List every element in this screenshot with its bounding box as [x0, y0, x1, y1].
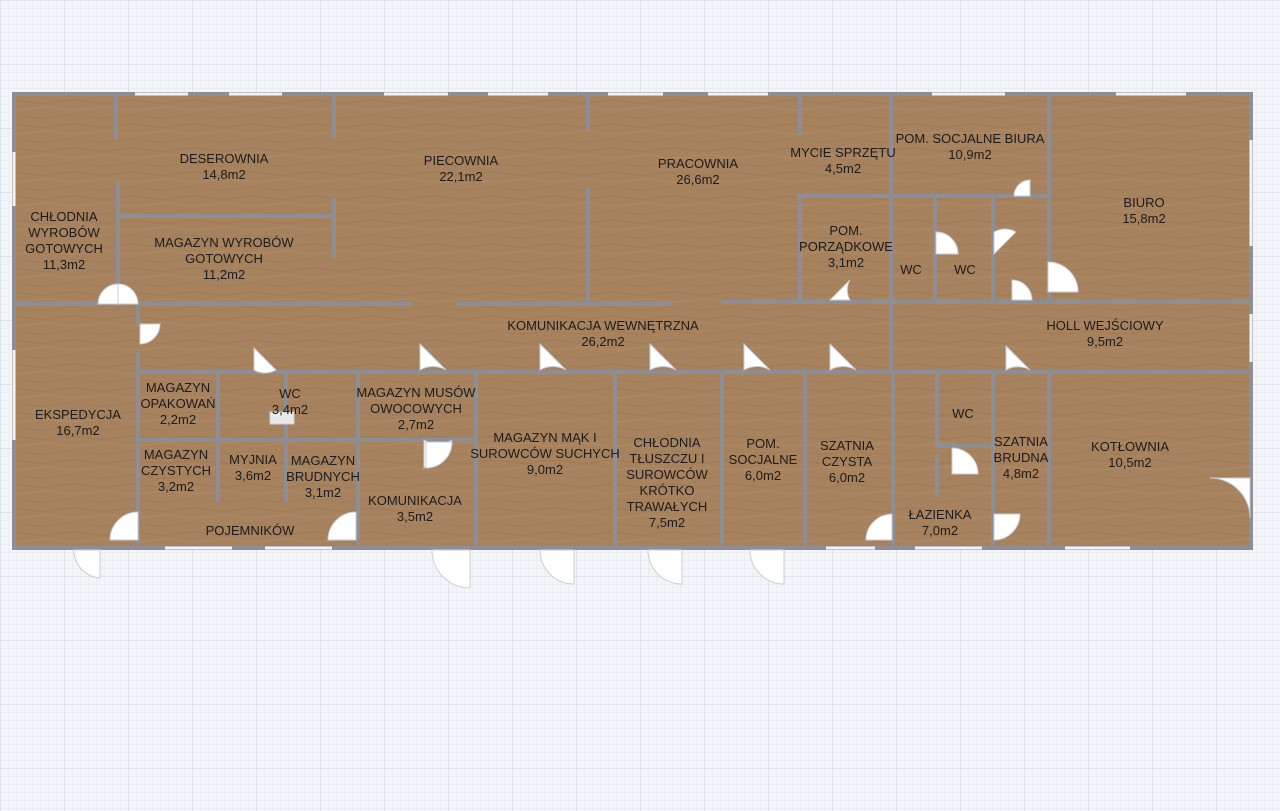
doors — [73, 179, 1251, 589]
exterior-door — [431, 549, 471, 589]
door — [1005, 344, 1031, 371]
door — [425, 441, 453, 469]
building-floor — [14, 94, 1251, 548]
door — [539, 342, 567, 371]
exterior-door — [539, 549, 575, 585]
door — [109, 511, 139, 541]
door — [419, 342, 447, 371]
exterior-door — [73, 549, 101, 579]
door — [993, 513, 1021, 541]
walls — [12, 92, 1253, 550]
door — [139, 323, 161, 345]
door — [1209, 477, 1251, 519]
door — [828, 279, 851, 301]
room-label-wc-1: WC — [900, 262, 922, 277]
windows — [12, 92, 1253, 550]
door — [865, 513, 893, 541]
door — [951, 447, 979, 475]
exterior-door — [749, 549, 785, 585]
door — [935, 231, 959, 255]
room-label-wc-2: WC — [954, 262, 976, 277]
exterior-door — [647, 549, 683, 585]
door — [327, 511, 357, 541]
door — [829, 342, 857, 371]
door — [1047, 261, 1079, 293]
door — [97, 283, 119, 305]
room-label-pojemnikow: POJEMNIKÓW — [205, 523, 295, 538]
door — [743, 342, 771, 371]
door — [993, 228, 1017, 256]
wc-fixture — [269, 411, 295, 425]
room-label-wc-4: WC — [952, 406, 974, 421]
door — [253, 346, 277, 374]
door — [117, 283, 139, 305]
door — [1011, 279, 1033, 301]
door — [649, 342, 677, 371]
door — [1013, 179, 1031, 197]
